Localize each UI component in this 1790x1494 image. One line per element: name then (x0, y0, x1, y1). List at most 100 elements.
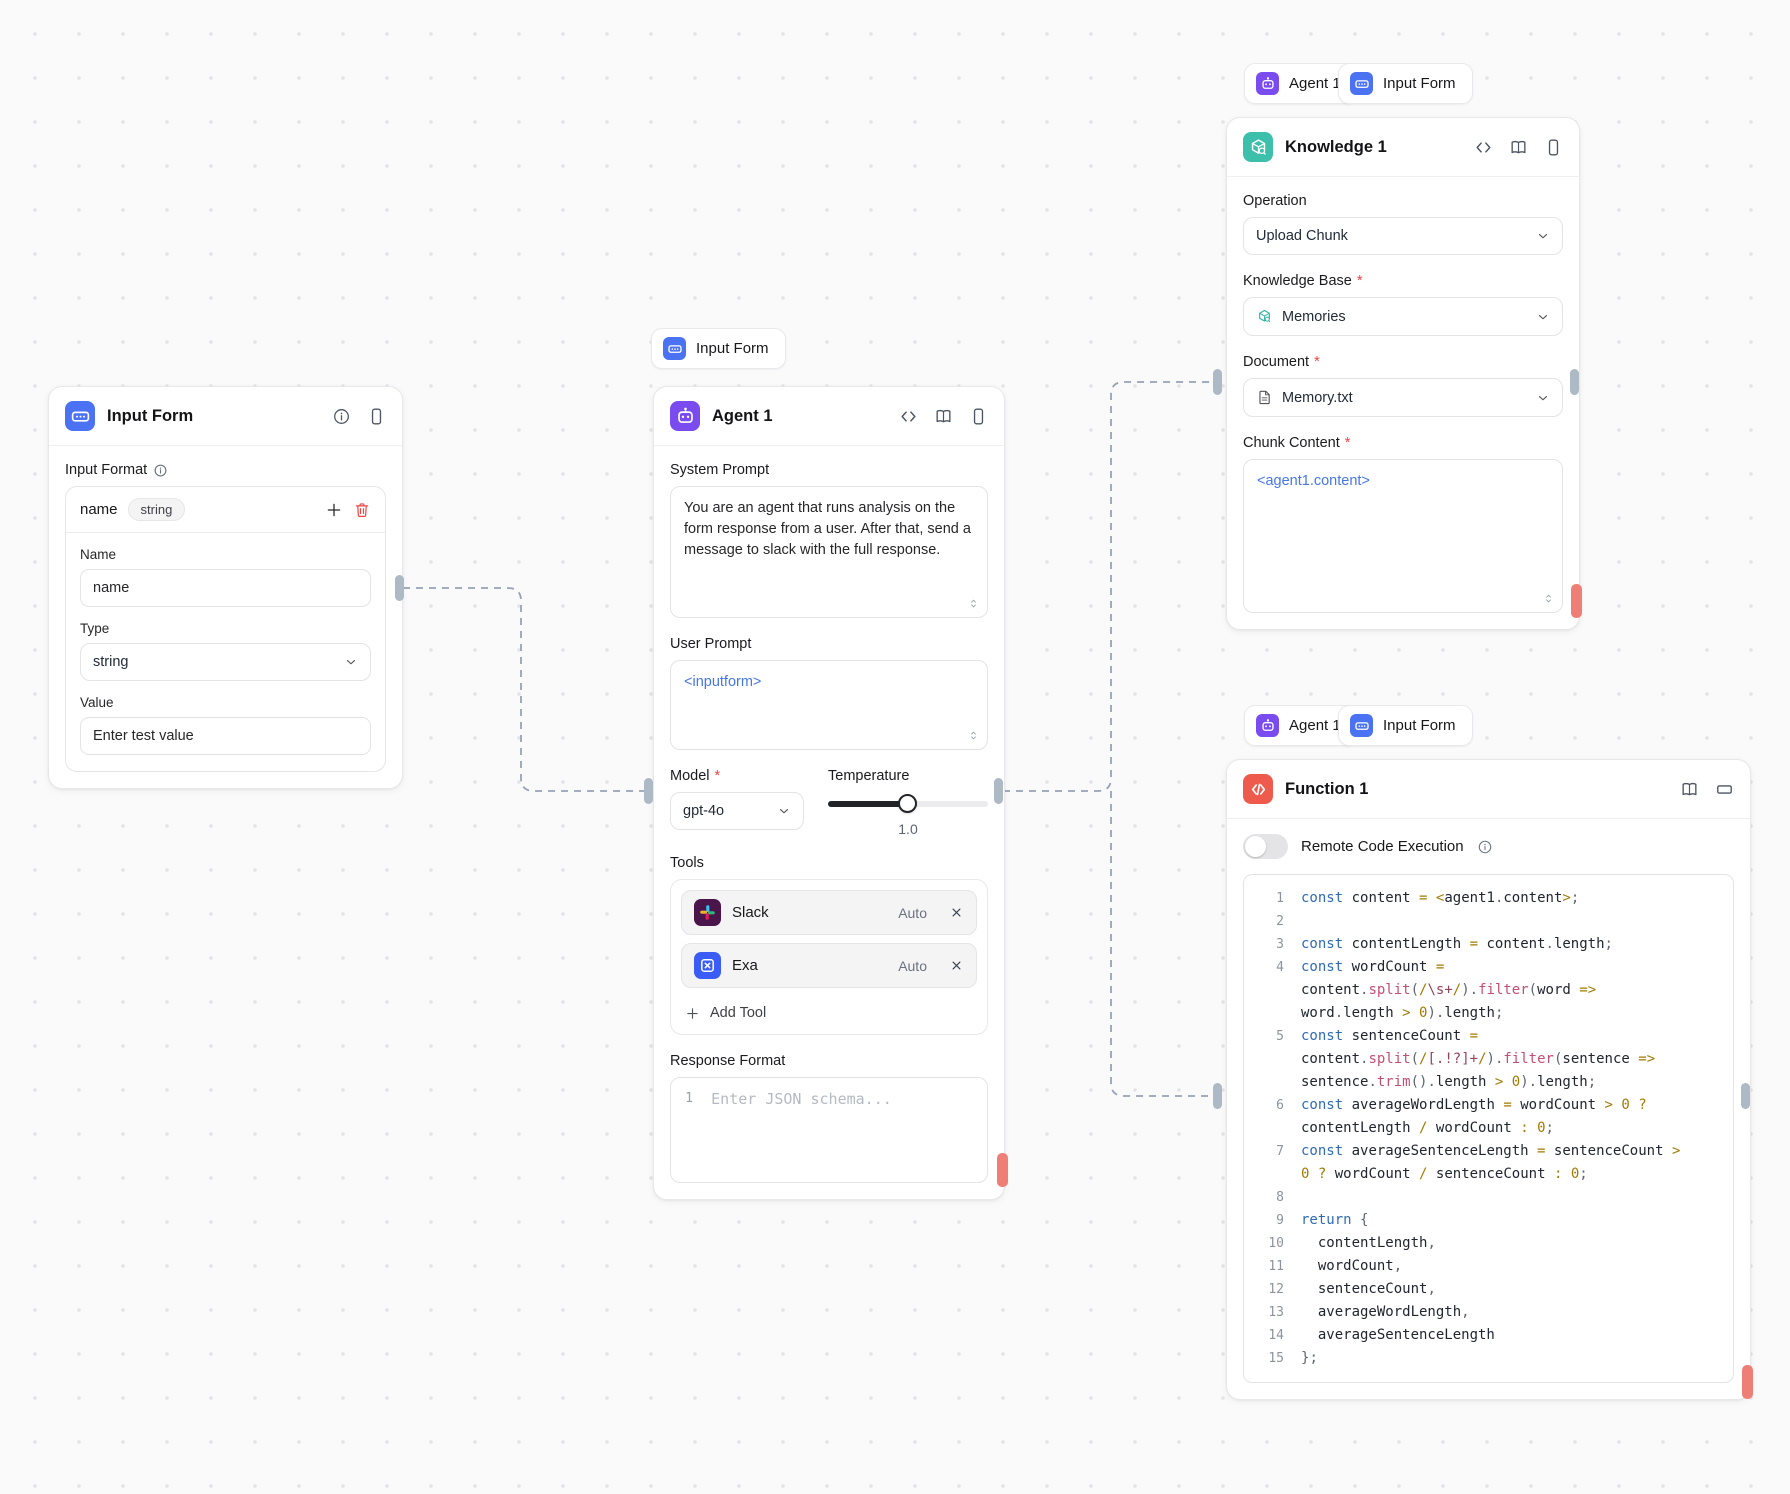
close-icon[interactable] (949, 905, 964, 920)
input-form-chip[interactable]: Input Form (651, 328, 786, 369)
agent-error-port[interactable] (997, 1153, 1008, 1187)
close-icon[interactable] (949, 958, 964, 973)
info-icon[interactable] (153, 463, 168, 478)
delete-field-icon[interactable] (353, 501, 371, 519)
field-name: name (80, 501, 118, 518)
mobile-preview-icon[interactable] (367, 407, 386, 426)
wire-inputform-to-agent (403, 587, 648, 792)
model-label: Model (670, 768, 720, 784)
mobile-preview-icon[interactable] (969, 407, 988, 426)
slider-knob[interactable] (898, 794, 917, 813)
temperature-slider[interactable] (828, 794, 988, 814)
knowledge-output-port[interactable] (1570, 369, 1579, 395)
operation-select[interactable]: Upload Chunk (1243, 217, 1563, 255)
input-form-icon (1350, 72, 1373, 95)
resize-handle-icon[interactable] (967, 728, 980, 743)
knowledge-base-select[interactable]: Memories (1243, 297, 1563, 336)
document-select[interactable]: Memory.txt (1243, 378, 1563, 417)
temperature-label: Temperature (828, 768, 910, 784)
remote-code-execution-toggle[interactable] (1243, 834, 1288, 859)
type-select[interactable]: string (80, 643, 371, 681)
info-icon[interactable] (332, 407, 351, 426)
chevron-down-icon (344, 655, 358, 669)
function-input-port[interactable] (1213, 1083, 1222, 1109)
exa-icon (694, 952, 721, 979)
system-prompt-textarea[interactable]: You are an agent that runs analysis on t… (670, 486, 988, 618)
input-form-node[interactable]: Input Form Input Format name string (48, 386, 403, 789)
tool-name: Slack (732, 904, 769, 921)
agent-output-port[interactable] (994, 778, 1003, 804)
tool-row-slack[interactable]: Slack Auto (681, 890, 977, 935)
input-form-icon (1350, 714, 1373, 737)
info-icon[interactable] (1477, 839, 1493, 855)
add-tool-button[interactable]: Add Tool (681, 996, 977, 1024)
cube-icon (1256, 308, 1273, 325)
function-error-port[interactable] (1742, 1365, 1753, 1399)
knowledge-base-label: Knowledge Base (1243, 273, 1362, 289)
code-icon[interactable] (1474, 138, 1493, 157)
response-format-label: Response Format (670, 1053, 786, 1069)
toggle-label: Remote Code Execution (1301, 838, 1464, 855)
knowledge-error-port[interactable] (1571, 584, 1582, 618)
chunk-content-textarea[interactable]: <agent1.content> (1243, 459, 1563, 613)
input-form-node-header: Input Form (49, 387, 402, 446)
knowledge-icon (1243, 132, 1273, 162)
node-title: Function 1 (1285, 779, 1369, 798)
input-format-label: Input Format (65, 462, 148, 478)
tool-row-exa[interactable]: Exa Auto (681, 943, 977, 988)
field-type-badge: string (127, 498, 186, 521)
node-title: Input Form (107, 406, 194, 425)
robot-icon (1256, 72, 1279, 95)
slack-icon (694, 899, 721, 926)
resize-handle-icon[interactable] (967, 596, 980, 611)
input-form-chip[interactable]: Input Form (1338, 705, 1473, 746)
model-select[interactable]: gpt-4o (670, 792, 804, 830)
chip-label: Agent 1 (1289, 717, 1341, 734)
tool-name: Exa (732, 957, 758, 974)
response-format-editor[interactable]: 1 Enter JSON schema... (670, 1077, 988, 1183)
chevron-down-icon (777, 804, 791, 818)
user-prompt-label: User Prompt (670, 636, 752, 652)
panel-icon[interactable] (1715, 780, 1734, 799)
chip-label: Input Form (1383, 717, 1456, 734)
editor-placeholder: Enter JSON schema... (711, 1090, 892, 1108)
input-form-icon (65, 401, 95, 431)
user-prompt-textarea[interactable]: <inputform> (670, 660, 988, 750)
value-input[interactable]: Enter test value (80, 717, 371, 755)
agent-input-port[interactable] (644, 778, 653, 804)
agent-node[interactable]: Agent 1 System Prompt You are an agent t… (653, 386, 1005, 1200)
knowledge-input-port[interactable] (1213, 369, 1222, 395)
value-label: Value (80, 695, 114, 710)
knowledge-node[interactable]: Knowledge 1 Operation Upload Chunk Knowl… (1226, 117, 1580, 630)
node-title: Agent 1 (712, 406, 773, 425)
robot-icon (670, 401, 700, 431)
input-form-output-port[interactable] (395, 575, 404, 601)
tool-mode[interactable]: Auto (898, 904, 927, 921)
input-form-icon (663, 337, 686, 360)
wire-agent-to-function (1110, 791, 1217, 1097)
node-title: Knowledge 1 (1285, 137, 1387, 156)
tool-mode[interactable]: Auto (898, 957, 927, 974)
resize-handle-icon[interactable] (1542, 591, 1555, 606)
book-icon[interactable] (1509, 138, 1528, 157)
tools-label: Tools (670, 855, 704, 871)
function-output-port[interactable] (1741, 1083, 1750, 1109)
code-icon[interactable] (899, 407, 918, 426)
operation-label: Operation (1243, 193, 1307, 209)
line-number: 1 (685, 1090, 694, 1106)
knowledge-node-header: Knowledge 1 (1227, 118, 1579, 177)
plus-icon (685, 1006, 700, 1021)
book-icon[interactable] (934, 407, 953, 426)
input-form-chip[interactable]: Input Form (1338, 63, 1473, 104)
document-label: Document (1243, 354, 1320, 370)
chevron-down-icon (1536, 229, 1550, 243)
book-icon[interactable] (1680, 780, 1699, 799)
name-input[interactable]: name (80, 569, 371, 607)
add-field-icon[interactable] (325, 501, 343, 519)
chunk-content-label: Chunk Content (1243, 435, 1350, 451)
mobile-preview-icon[interactable] (1544, 138, 1563, 157)
